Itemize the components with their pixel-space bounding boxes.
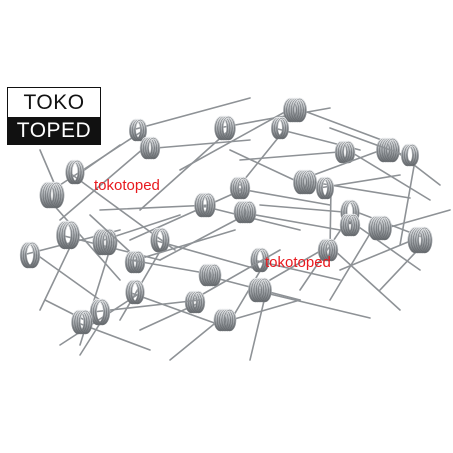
spring	[59, 279, 221, 346]
spring	[329, 209, 451, 301]
spring	[129, 259, 301, 301]
spring	[159, 200, 341, 261]
spring	[269, 238, 401, 311]
spring	[248, 277, 371, 361]
watermark-1: tokotoped	[94, 177, 160, 194]
spring	[299, 213, 421, 291]
spring	[139, 107, 331, 211]
spring	[169, 299, 301, 361]
spring	[39, 149, 121, 281]
spring	[224, 247, 341, 331]
spring	[44, 299, 151, 351]
spring	[129, 176, 331, 241]
spring	[59, 136, 251, 221]
spring	[39, 220, 161, 311]
logo-line-2: TOPED	[8, 117, 100, 145]
store-logo: TOKO TOPED	[7, 87, 101, 145]
spring	[79, 298, 201, 356]
spring	[79, 214, 181, 346]
watermark-2: tokotoped	[265, 254, 331, 271]
spring	[99, 192, 301, 231]
spring	[339, 226, 433, 291]
logo-line-1: TOKO	[23, 91, 85, 114]
spring	[179, 97, 396, 171]
